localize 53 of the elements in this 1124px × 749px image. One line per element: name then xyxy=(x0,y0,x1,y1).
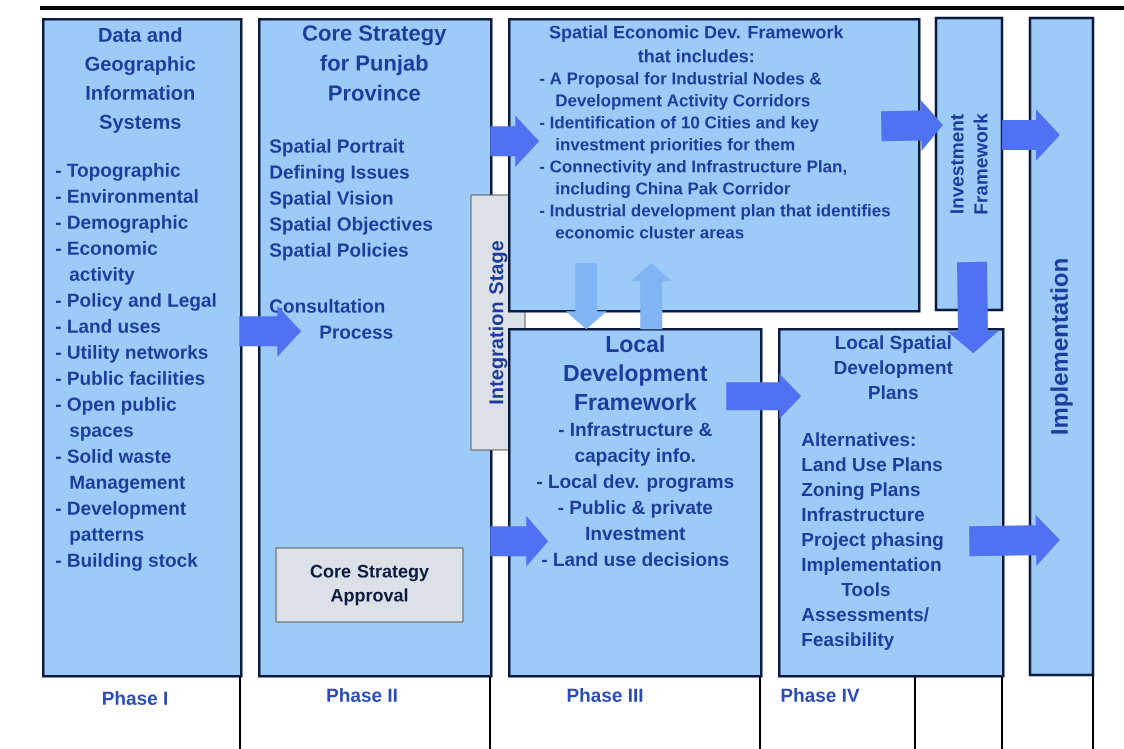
list-item: Land Use Plans xyxy=(802,457,942,472)
heading: Local Development Framework xyxy=(564,335,708,411)
heading: Local Spatial Development Plans xyxy=(834,335,953,400)
list-item: - Development patterns xyxy=(56,500,186,545)
phase-label: Phase IV xyxy=(781,688,860,702)
list-item: - Open public spaces xyxy=(56,396,177,441)
vertical-label: Investment Framework xyxy=(950,113,988,214)
list-item: Spatial Portrait xyxy=(269,138,405,157)
list-item: - Demographic xyxy=(56,214,188,233)
list-item: - Building stock xyxy=(56,552,198,571)
vertical-label: Implementation xyxy=(1050,259,1073,434)
heading: Spatial Economic Dev. Framework that includes: xyxy=(549,25,844,63)
framework-box xyxy=(42,18,243,678)
list-item: - Land use decisions xyxy=(542,552,729,567)
list-item: Spatial Policies xyxy=(269,242,408,261)
phase-label: Phase I xyxy=(103,691,167,705)
list-item: - Identification of 10 Cities and key investment priorities for them xyxy=(539,116,819,154)
list-item: - Utility networks xyxy=(56,344,208,363)
box-label: Core Strategy Approval xyxy=(310,564,429,606)
heading: Core Strategy for Punjab Province xyxy=(303,25,447,101)
list-item: Spatial Vision xyxy=(269,190,393,209)
framework-box xyxy=(508,18,921,313)
list-item: Defining Issues xyxy=(270,164,409,183)
heading: Data and Geographic Information Systems xyxy=(85,27,196,133)
list-item: - Local dev. programs xyxy=(537,474,734,492)
framework-box xyxy=(1028,16,1095,677)
framework-box xyxy=(778,328,1005,678)
vertical-label: Integration Stage xyxy=(488,240,508,404)
list-item: Zoning Plans xyxy=(801,482,920,501)
list-item: - Industrial development plan that identifies economic cluster areas xyxy=(539,204,890,239)
approval-box xyxy=(275,547,464,623)
list-item: Alternatives: xyxy=(801,432,915,447)
list-item: Consultation Process xyxy=(270,298,393,339)
list-item: Implementation Tools xyxy=(802,557,941,597)
list-item: - Environmental xyxy=(56,188,198,203)
list-item: - Topographic xyxy=(56,162,180,181)
list-item: - Economic activity xyxy=(56,240,158,285)
list-item: Infrastructure xyxy=(802,507,925,522)
list-item: - A Proposal for Industrial Nodes & Development Activity Corridors xyxy=(539,72,822,110)
list-item: - Solid waste Management xyxy=(56,448,186,493)
list-item: - Public facilities xyxy=(56,370,205,385)
list-item: Project phasing xyxy=(802,532,943,551)
list-item: - Infrastructure & capacity info. xyxy=(558,422,712,466)
list-item: Assessments/ Feasibility xyxy=(801,607,929,650)
framework-box xyxy=(508,328,763,678)
list-item: - Public & private Investment xyxy=(558,500,713,541)
phase-label: Phase III xyxy=(567,688,643,702)
framework-box xyxy=(934,16,1004,312)
phase-label: Phase II xyxy=(327,688,397,702)
list-item: - Land uses xyxy=(56,318,161,333)
list-item: Spatial Objectives xyxy=(269,216,433,235)
list-item: - Policy and Legal xyxy=(56,292,216,311)
list-item: - Connectivity and Infrastructure Plan, including China Pak Corridor xyxy=(539,160,847,198)
